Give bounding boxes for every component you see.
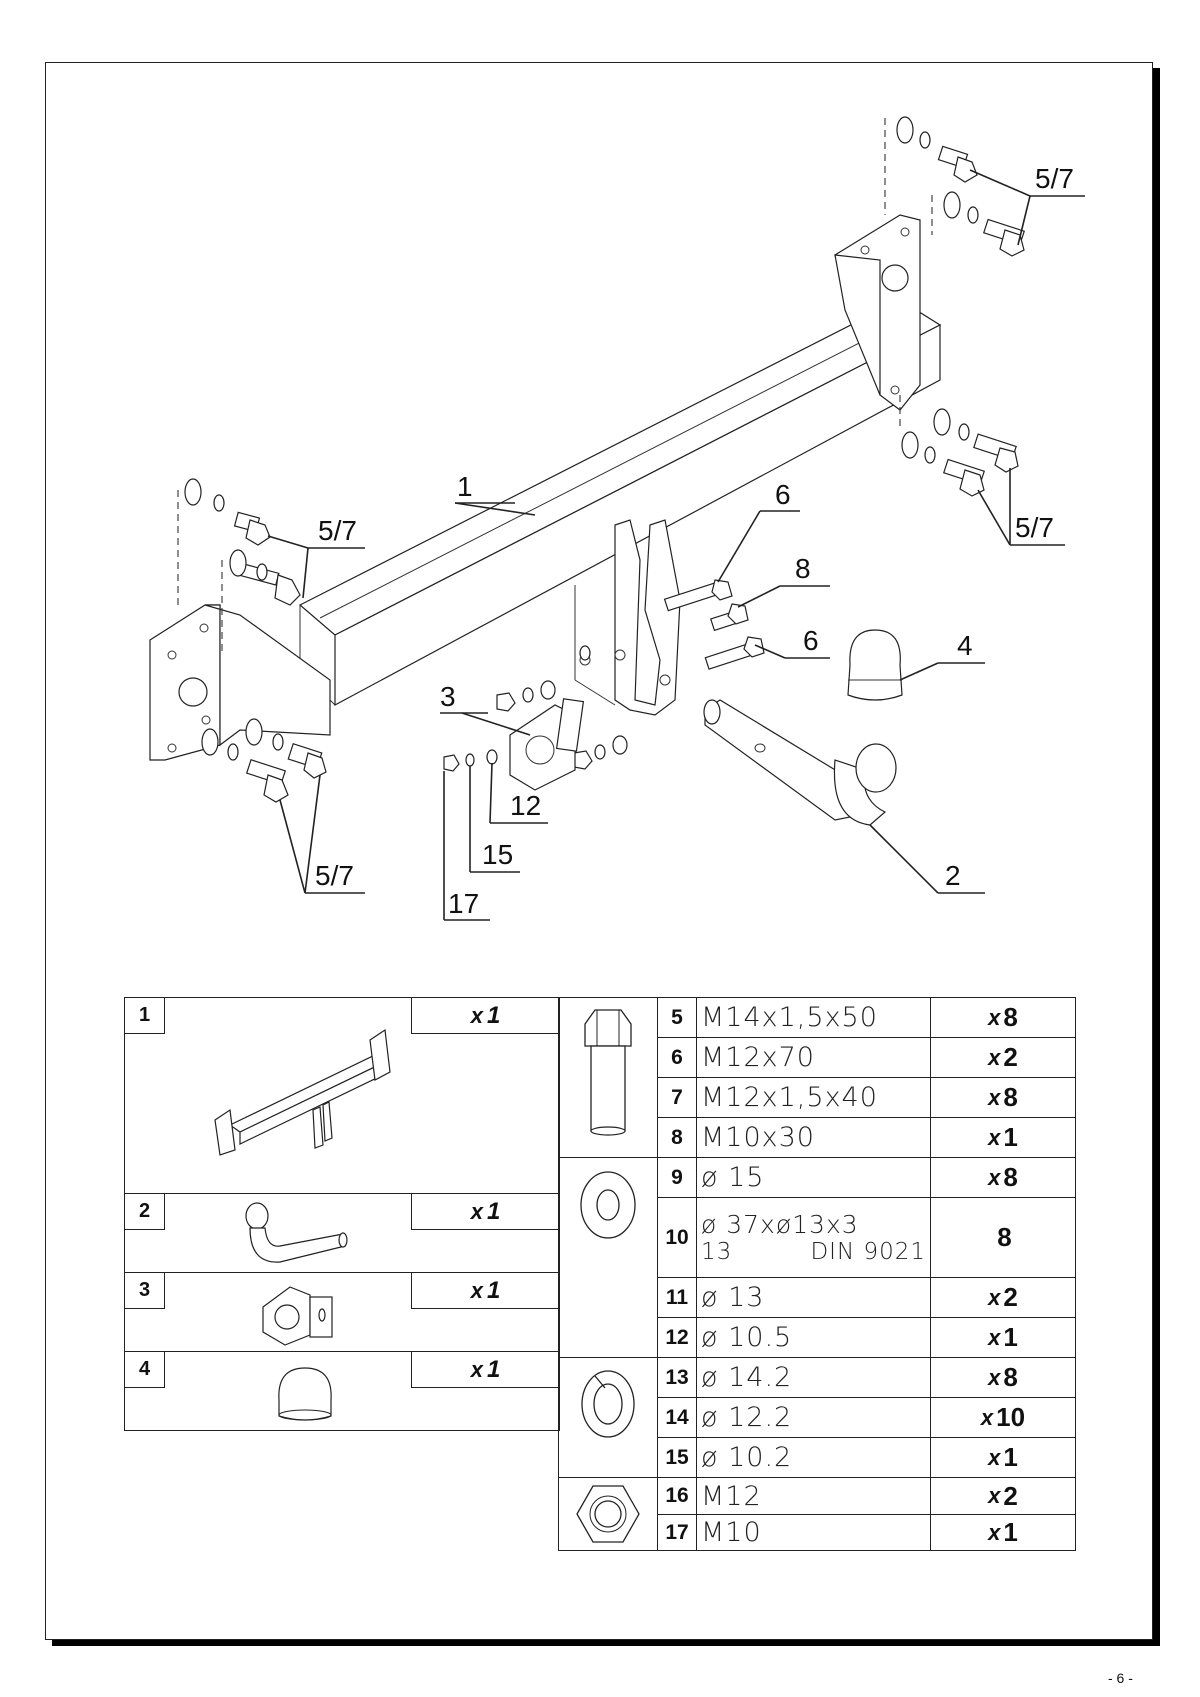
nut-group [559,1478,657,1550]
crossbar-thumbnail [214,1028,391,1156]
callout-6-bottom: 6 [803,625,819,656]
ball-cap-thumbnail [278,1367,332,1421]
part-number: 4 [125,1352,165,1388]
fasteners [184,116,1025,803]
washer-icon [580,1171,636,1239]
part-number: 1 [125,998,165,1034]
part-number: 2 [125,1194,165,1230]
callout-3: 3 [440,681,456,712]
bolt-group [559,998,657,1158]
towball-thumbnail [245,1202,348,1263]
callout-5-7-right-bottom: 5/7 [1015,512,1054,543]
callout-8: 8 [795,553,811,584]
hardware-row-10: 10 ø 37xø13x3 13 DIN 9021 8 [657,1198,1075,1278]
ball-cap-part-4 [847,629,903,701]
crossbar-part-1 [149,214,942,761]
assembly-axes [177,118,933,655]
callout-labels: 1 3 6 8 6 4 2 12 15 17 5/7 5/7 5/7 5/7 [315,163,1074,919]
callout-1: 1 [457,471,473,502]
callout-5-7-left-top: 5/7 [318,515,357,546]
callout-5-7-right-top: 5/7 [1035,163,1074,194]
nut-icon [576,1485,640,1543]
part-number: 3 [125,1273,165,1309]
callout-4: 4 [957,630,973,661]
bolt-icon [584,1009,632,1136]
page-number: - 6 - [1108,1670,1133,1686]
spring-washer-icon [581,1370,635,1438]
towball-part-2 [703,699,897,826]
spring-washer-group [559,1358,657,1478]
callout-2: 2 [945,860,961,891]
callout-17: 17 [448,888,479,919]
washer-group [559,1158,657,1358]
callout-5-7-left-bottom: 5/7 [315,860,354,891]
leader-lines [267,169,1085,921]
callout-6-top: 6 [775,479,791,510]
callout-12: 12 [510,790,541,821]
callout-15: 15 [482,839,513,870]
socket-plate-thumbnail [262,1286,333,1346]
